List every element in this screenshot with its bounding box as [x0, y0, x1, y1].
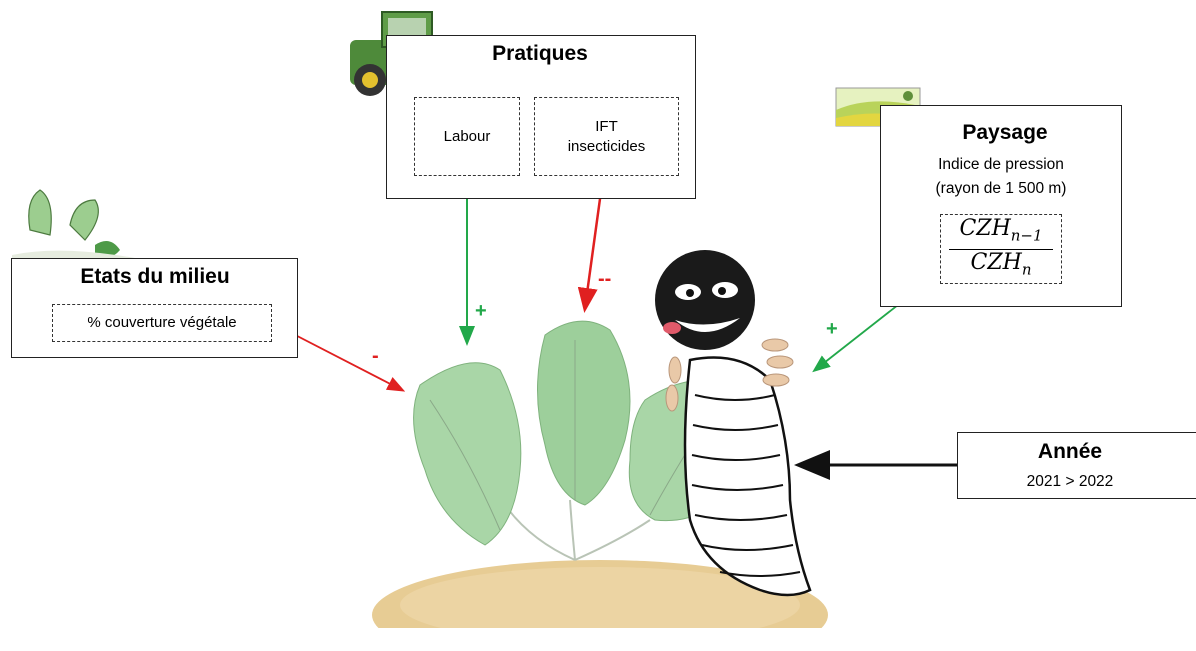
- soil-mound: [360, 560, 840, 651]
- grub-illustration: [655, 250, 812, 597]
- annee-box: [957, 432, 1196, 499]
- numerator-subscript: n−1: [1010, 226, 1043, 245]
- annee-title: Année: [1037, 440, 1103, 463]
- denominator-subscript: n: [1021, 259, 1032, 278]
- paysage-box: [880, 105, 1122, 307]
- annee-value: 2021 > 2022: [1026, 473, 1114, 490]
- paysage-effect-sign: +: [826, 318, 838, 340]
- formula-numerator: CZHn−1: [959, 216, 1043, 245]
- etats-title: Etats du milieu: [80, 265, 230, 288]
- ift-label: IFT insecticides: [567, 117, 646, 155]
- pratiques-title: Pratiques: [492, 42, 588, 65]
- fraction-bar: [949, 248, 1053, 250]
- couverture-label: % couverture végétale: [87, 314, 237, 331]
- paysage-subtitle-1: Indice de pression: [938, 156, 1064, 173]
- formula-denominator: CZHn: [970, 249, 1032, 278]
- paysage-title: Paysage: [962, 121, 1048, 144]
- couverture-box: % couverture végétale: [52, 304, 272, 342]
- labour-effect-sign: +: [475, 300, 487, 322]
- ift-effect-sign: --: [598, 268, 612, 290]
- labour-box: Labour: [414, 97, 520, 176]
- pratiques-box: [386, 35, 696, 199]
- labour-label: Labour: [443, 127, 491, 145]
- formula-box: CZHn−1 CZHn: [940, 214, 1062, 284]
- ift-box: IFT insecticides: [534, 97, 679, 176]
- paysage-subtitle-2: (rayon de 1 500 m): [935, 180, 1067, 197]
- couverture-effect-sign: -: [372, 345, 379, 367]
